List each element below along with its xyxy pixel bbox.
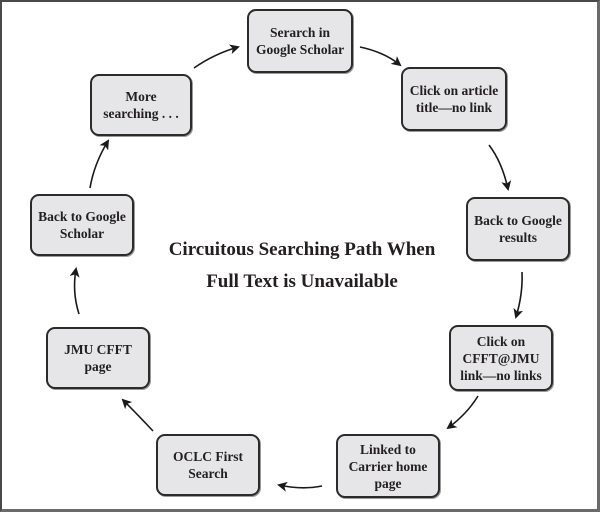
edge-arrow-click-cfft-to-linked-carrier [446,395,479,430]
node-label: Back to Google results [474,213,562,245]
edge-arrow-linked-carrier-to-oclc [277,481,323,492]
node-label: More searching . . . [103,89,179,121]
node-click-cfft-jmu: Click on CFFT@JMU link—no links [449,325,553,391]
edge-arrow-jmu-cfft-to-back-scholar [69,267,80,315]
node-label: Linked to Carrier home page [348,441,428,491]
diagram-title-line-1: Circuitous Searching Path When [168,239,436,260]
node-label: JMU CFFT page [64,342,132,374]
edge-arrow-back-scholar-to-more-searching [89,139,110,189]
node-label: OCLC First Search [172,449,244,481]
node-back-to-google-results: Back to Google results [466,197,570,261]
diagram-title-line-2: Full Text is Unavailable [206,271,398,292]
node-label: Back to Google Scholar [38,209,126,241]
node-jmu-cfft-page: JMU CFFT page [46,327,150,389]
node-oclc-first-search: OCLC First Search [156,434,260,496]
node-more-searching: More searching . . . [90,74,192,136]
edge-arrow-click-article-to-back-results [488,144,512,191]
diagram-title: Circuitous Searching Path When Full Text… [132,234,472,298]
node-search-google-scholar: Serarch in Google Scholar [247,9,353,73]
edge-arrow-more-searching-to-search [193,44,240,69]
edge-arrow-back-results-to-click-cfft [513,271,524,319]
node-label: Click on article title—no link [409,83,499,115]
edge-arrow-search-to-click-article [359,46,402,67]
node-linked-carrier-home: Linked to Carrier home page [336,434,440,498]
node-label: Click on CFFT@JMU link—no links [460,333,542,383]
node-click-article-title: Click on article title—no link [401,67,507,131]
node-back-to-google-scholar: Back to Google Scholar [30,194,134,256]
node-label: Serarch in Google Scholar [255,25,345,57]
edge-arrow-oclc-to-jmu-cfft [121,398,154,432]
